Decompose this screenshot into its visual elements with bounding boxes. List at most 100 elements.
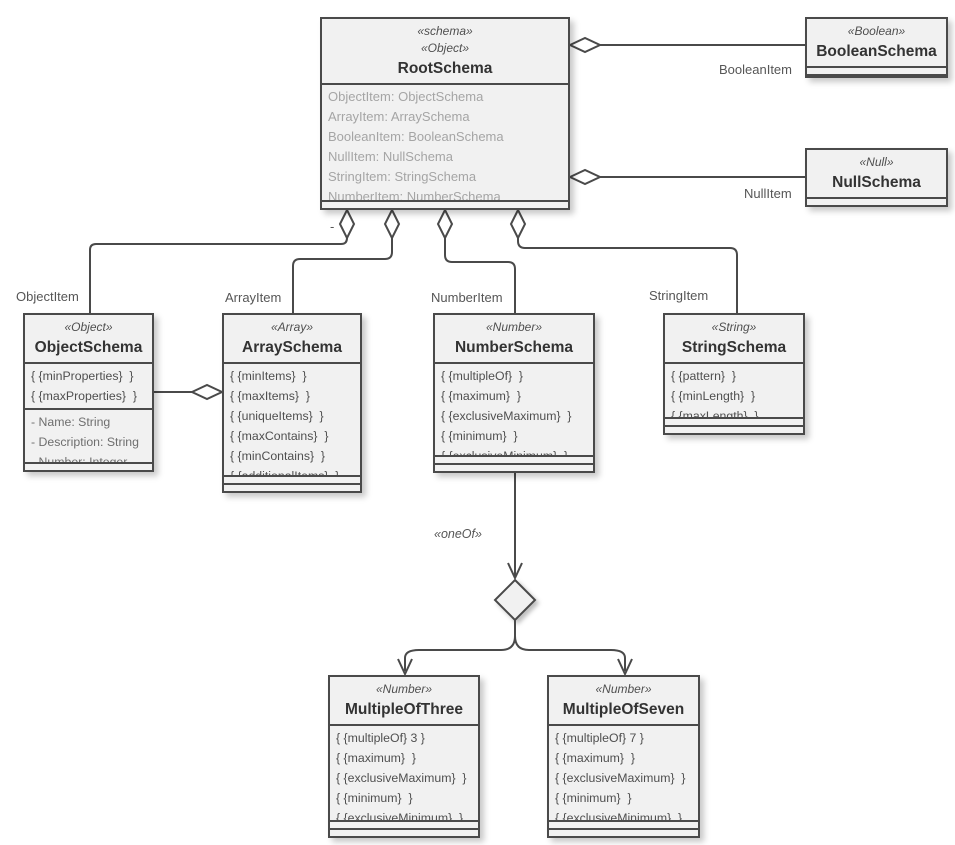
- empty-compartment: [224, 475, 360, 483]
- stereotype: «Object»: [64, 320, 113, 334]
- constraint-row: { {exclusiveMinimum} }: [336, 811, 464, 820]
- constraint-row: { {maxItems} }: [230, 389, 310, 403]
- class-booleanschema[interactable]: «Boolean» BooleanSchema: [805, 17, 948, 78]
- choice-diamond-node[interactable]: [493, 578, 537, 622]
- connector-object-array: [154, 383, 225, 401]
- connector-numberitem: [436, 207, 516, 313]
- empty-compartment: [665, 417, 803, 425]
- constraint-row: { {exclusiveMaximum} }: [336, 771, 467, 785]
- class-arrayschema[interactable]: «Array» ArraySchema { {minItems} } { {ma…: [222, 313, 362, 493]
- class-stringschema[interactable]: «String» StringSchema { {pattern} } { {m…: [663, 313, 805, 435]
- class-name: ArraySchema: [242, 339, 342, 356]
- class-header: «Null» NullSchema: [807, 150, 946, 197]
- class-name: MultipleOfSeven: [562, 701, 685, 718]
- empty-compartment: [549, 820, 698, 828]
- attribute-row: ArrayItem: ArraySchema: [328, 109, 470, 124]
- constraints-compartment: { {multipleOf} 3 } { {maximum} } { {excl…: [330, 724, 478, 820]
- class-objectschema[interactable]: «Object» ObjectSchema { {minProperties} …: [23, 313, 154, 472]
- stereotype: «Array»: [270, 320, 314, 334]
- constraints-compartment: { {multipleOf} 7 } { {maximum} } { {excl…: [549, 724, 698, 820]
- class-header: «Number» NumberSchema: [435, 315, 593, 362]
- class-name: MultipleOfThree: [345, 701, 463, 718]
- stereotype: «schema»: [417, 24, 473, 38]
- edge-label-numberitem: NumberItem: [431, 290, 503, 305]
- stereotype: «Number»: [375, 682, 433, 696]
- class-header: «Array» ArraySchema: [224, 315, 360, 362]
- connector-nullitem: [567, 168, 805, 186]
- attribute-row: NullItem: NullSchema: [328, 149, 453, 164]
- aggregation-diamond: [383, 207, 401, 241]
- constraint-row: { {maximum} }: [555, 751, 635, 765]
- open-arrowhead: [617, 658, 633, 677]
- stereotype: «String»: [711, 320, 757, 334]
- constraints-compartment: { {pattern} } { {minLength} } { {maxLeng…: [665, 362, 803, 417]
- attribute-row: ObjectItem: ObjectSchema: [328, 89, 484, 104]
- attribute-row: NumberItem: NumberSchema: [328, 189, 501, 200]
- empty-compartment: [224, 483, 360, 491]
- stereotype: «Object»: [420, 41, 470, 55]
- empty-compartment: [665, 425, 803, 433]
- empty-compartment: [807, 66, 946, 74]
- class-header: «Object» ObjectSchema: [25, 315, 152, 362]
- constraint-row: { {multipleOf} 3 }: [336, 731, 425, 745]
- class-header: «String» StringSchema: [665, 315, 803, 362]
- constraint-row: { {minimum} }: [555, 791, 632, 805]
- empty-compartment: [25, 462, 152, 470]
- class-rootschema[interactable]: «schema» «Object» RootSchema ObjectItem:…: [320, 17, 570, 210]
- constraint-row: { {pattern} }: [671, 369, 736, 383]
- constraint-row: { {maxProperties} }: [31, 389, 137, 403]
- attributes-compartment: ObjectItem: ObjectSchema ArrayItem: Arra…: [322, 83, 568, 200]
- attribute-row: BooleanItem: BooleanSchema: [328, 129, 504, 144]
- empty-compartment: [807, 205, 946, 213]
- empty-compartment: [322, 200, 568, 208]
- connector-stringitem: [509, 207, 738, 313]
- class-name: ObjectSchema: [34, 339, 143, 356]
- class-name: NumberSchema: [454, 339, 573, 356]
- open-arrowhead: [507, 562, 523, 581]
- constraint-row: { {maxContains} }: [230, 429, 329, 443]
- constraints-compartment: { {multipleOf} } { {maximum} } { {exclus…: [435, 362, 593, 455]
- stereotype: «Number»: [595, 682, 652, 696]
- aggregation-diamond: [436, 207, 454, 241]
- connector-arrayitem: [292, 207, 401, 313]
- attribute-row: - Name: String: [31, 415, 111, 429]
- connector-objectitem: [89, 207, 356, 313]
- aggregation-diamond: [338, 207, 356, 241]
- constraint-row: { {maxLength} }: [671, 409, 759, 417]
- constraint-row: { {exclusiveMinimum} }: [441, 446, 587, 455]
- open-arrowhead: [397, 658, 413, 677]
- constraint-row: { {minProperties} }: [31, 369, 134, 383]
- constraint-row: { {multipleOf} 7 }: [555, 731, 644, 745]
- attributes-compartment: - Name: String - Description: String - N…: [25, 408, 152, 462]
- constraint-row: { {minimum} }: [336, 791, 413, 805]
- constraint-row: { {maximum} }: [336, 751, 416, 765]
- constraints-compartment: { {minItems} } { {maxItems} } { {uniqueI…: [224, 362, 360, 475]
- edge-label-oneof: «oneOf»: [434, 527, 482, 541]
- empty-compartment: [807, 197, 946, 205]
- class-header: «Boolean» BooleanSchema: [807, 19, 946, 66]
- empty-compartment: [435, 455, 593, 463]
- association-end-marker: -: [330, 219, 335, 234]
- class-multipleofthree[interactable]: «Number» MultipleOfThree { {multipleOf} …: [328, 675, 480, 838]
- class-header: «schema» «Object» RootSchema: [322, 19, 568, 83]
- class-multipleofseven[interactable]: «Number» MultipleOfSeven { {multipleOf} …: [547, 675, 700, 838]
- attribute-row: StringItem: StringSchema: [328, 169, 477, 184]
- aggregation-diamond: [189, 383, 225, 401]
- edge-label-objectitem: ObjectItem: [16, 289, 79, 304]
- connector-booleanitem: [567, 36, 805, 54]
- aggregation-diamond: [567, 36, 603, 54]
- edge-label-nullitem: NullItem: [744, 186, 792, 201]
- attribute-row: - Number: Integer: [31, 455, 128, 462]
- class-name: RootSchema: [397, 60, 493, 77]
- class-name: BooleanSchema: [816, 43, 937, 60]
- aggregation-diamond: [509, 207, 527, 241]
- class-numberschema[interactable]: «Number» NumberSchema { {multipleOf} } {…: [433, 313, 595, 473]
- class-nullschema[interactable]: «Null» NullSchema: [805, 148, 948, 207]
- class-header: «Number» MultipleOfThree: [330, 677, 478, 724]
- class-name: NullSchema: [832, 174, 921, 191]
- constraints-compartment: { {minProperties} } { {maxProperties} }: [25, 362, 152, 408]
- connector-multipleofthree: [397, 620, 516, 677]
- edge-label-stringitem: StringItem: [649, 288, 709, 303]
